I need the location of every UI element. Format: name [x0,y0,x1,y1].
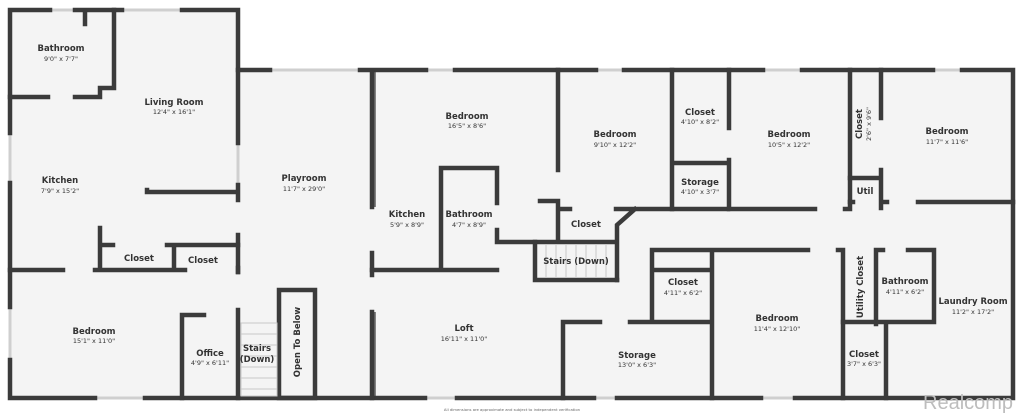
room-utility-closet: Utility Closet [856,256,866,318]
room-name: Loft [454,324,473,334]
room-name: Closet [855,109,865,139]
room-name: Closet [849,350,879,360]
room-dims: 15'1" x 11'0" [73,337,115,345]
room-dims: 11'7" x 29'0" [283,185,325,193]
room-stairs-down: Stairs (Down) [543,257,609,267]
room-name: Living Room [145,98,204,108]
room-closet: Closet [571,220,601,230]
room-name: Bedroom [72,327,115,337]
room-dims: 16'11" x 11'0" [441,335,487,343]
room-dims: 4'7" x 8'9" [452,221,486,229]
room-name: Bathroom [37,44,84,54]
room-dims: 4'9" x 6'11" [191,359,229,367]
room-dims: 9'10" x 12'2" [594,141,636,149]
room-dims: 11'4" x 12'10" [754,325,800,333]
room-dims: 5'9" x 8'9" [390,221,424,229]
disclaimer: All dimensions are approximate and subje… [444,407,581,412]
room-dims: 16'5" x 8'6" [448,122,486,130]
room-dims: 9'0" x 7'7" [44,55,78,63]
room-dims: 7'9" x 15'2" [41,187,79,195]
room-name: Kitchen [42,176,78,186]
stairs-treads [240,244,607,397]
room-name: Bedroom [755,314,798,324]
room-util: Util [857,187,874,197]
room-name: Bedroom [445,112,488,122]
room-dims: 4'10" x 3'7" [681,188,719,196]
room-name: Office [196,349,224,359]
walls [7,7,1016,401]
room-dims: 11'7" x 11'6" [926,138,968,146]
room-name: Bedroom [767,130,810,140]
room-closet: Closet [124,254,154,264]
room-dims: 11'2" x 17'2" [952,308,994,316]
room-dims: 4'11" x 6'2" [664,289,702,297]
room-dims: 3'7" x 6'3" [847,360,881,368]
room-name: (Down) [240,355,275,365]
room-dims: 4'10" x 8'2" [681,118,719,126]
room-name: Storage [681,178,719,188]
room-name: Playroom [282,174,327,184]
room-stairs: Stairs(Down) [240,344,275,365]
room-dims: 4'11" x 6'2" [886,288,924,296]
room-name: Bedroom [593,130,636,140]
room-dims: 13'0" x 6'3" [618,361,656,369]
room-name: Kitchen [389,210,425,220]
windows [8,8,962,400]
room-name: Stairs [243,344,271,354]
room-name: Closet [668,278,698,288]
room-name: Laundry Room [938,297,1007,307]
room-dims: 12'4" x 16'1" [153,108,195,116]
room-closet: Closet [188,256,218,266]
room-open-to-below: Open To Below [293,307,303,378]
room-name: Bathroom [445,210,492,220]
room-name: Closet [685,108,715,118]
room-name: Bathroom [881,277,928,287]
room-dims: 2'6" x 9'6" [865,107,873,141]
room-name: Storage [618,351,656,361]
room-dims: 10'5" x 12'2" [768,141,810,149]
realcomp-watermark: Realcomp [923,392,1013,414]
room-name: Bedroom [925,127,968,137]
